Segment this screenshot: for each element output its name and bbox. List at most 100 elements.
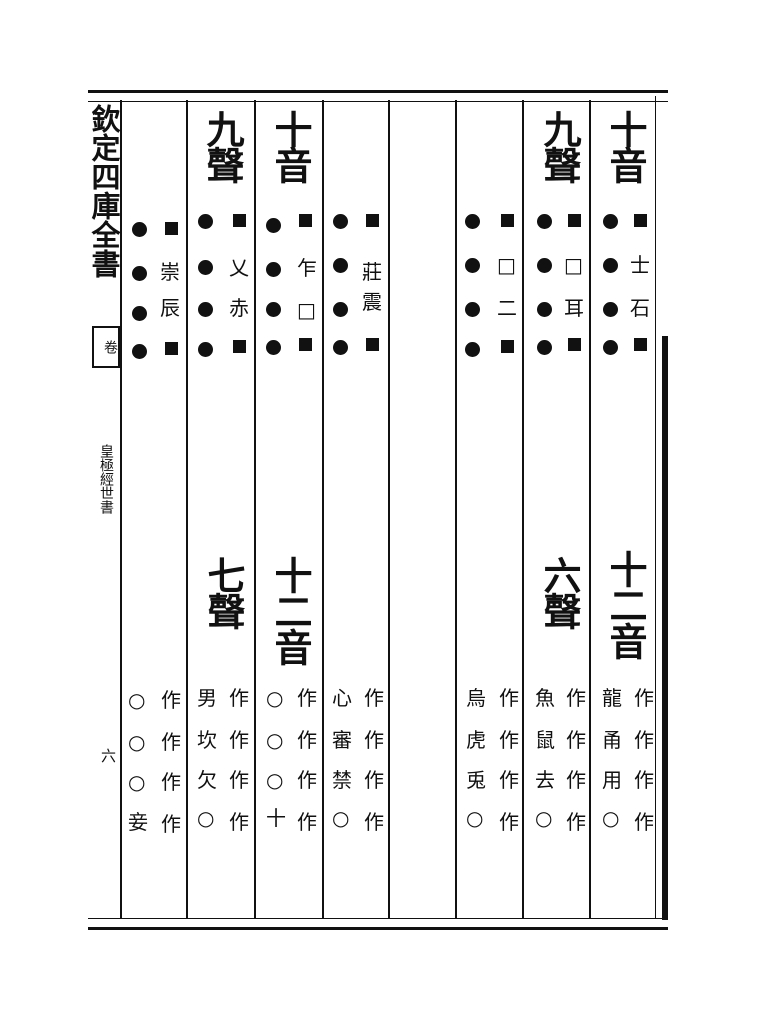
empty-circle-marker: ○ [266, 728, 284, 752]
zuo-char: 作 [566, 728, 586, 752]
zuo-char: 作 [161, 812, 181, 836]
empty-circle-marker: ○ [128, 730, 146, 754]
filled-square-marker [165, 342, 178, 355]
empty-circle-marker: ○ [197, 806, 215, 830]
rhyme-char: 赤 [229, 296, 249, 320]
column-divider [589, 100, 591, 918]
filled-dot-marker [132, 266, 147, 281]
filled-square-marker [568, 338, 581, 351]
zuo-char: 作 [499, 810, 519, 834]
zuo-char: 作 [297, 768, 317, 792]
zuo-char: 作 [566, 686, 586, 710]
filled-dot-marker [132, 344, 147, 359]
rhyme-char: 兎 [466, 768, 486, 792]
filled-dot-marker [465, 258, 480, 273]
column-divider [120, 100, 122, 918]
rhyme-char: 十 [266, 806, 286, 830]
rhyme-char: 莊 [362, 260, 382, 284]
rhyme-char: 龍 [602, 686, 622, 710]
zuo-char: 作 [161, 688, 181, 712]
filled-dot-marker [333, 214, 348, 229]
filled-dot-marker [465, 302, 480, 317]
rhyme-char: 耳 [564, 296, 584, 320]
zuo-char: 作 [364, 686, 384, 710]
rhyme-char: 乂 [229, 256, 249, 280]
column-divider [254, 100, 256, 918]
rhyme-char: 崇 [160, 260, 180, 284]
column-divider [322, 100, 324, 918]
zuo-char: 作 [229, 768, 249, 792]
filled-square-marker [568, 214, 581, 227]
filled-square-marker [233, 340, 246, 353]
rhyme-char: □ [564, 253, 583, 277]
zuo-char: 作 [499, 728, 519, 752]
zuo-char: 作 [499, 686, 519, 710]
filled-dot-marker [537, 258, 552, 273]
column-divider [455, 100, 457, 918]
filled-dot-marker [333, 258, 348, 273]
rhyme-char: 妾 [128, 810, 148, 834]
zuo-char: 作 [634, 810, 654, 834]
column-divider [186, 100, 188, 918]
zuo-char: 作 [161, 730, 181, 754]
zuo-char: 作 [161, 770, 181, 794]
empty-circle-marker: ○ [602, 806, 620, 830]
filled-dot-marker [465, 214, 480, 229]
filled-dot-marker [132, 222, 147, 237]
empty-circle-marker: ○ [535, 806, 553, 830]
filled-square-marker [501, 214, 514, 227]
empty-circle-marker: ○ [466, 806, 484, 830]
zuo-char: 作 [499, 768, 519, 792]
rhyme-char: 烏 [466, 686, 486, 710]
rhyme-char: 虎 [466, 728, 486, 752]
zuo-char: 作 [566, 810, 586, 834]
rhyme-char: 欠 [197, 768, 217, 792]
rhyme-char: 審 [332, 728, 352, 752]
rhyme-char: 心 [332, 686, 352, 710]
book-title: 皇極經世書 [98, 444, 114, 514]
filled-dot-marker [266, 218, 281, 233]
filled-dot-marker [198, 302, 213, 317]
zuo-char: 作 [634, 768, 654, 792]
filled-square-marker [634, 214, 647, 227]
filled-dot-marker [537, 340, 552, 355]
rhyme-char: 士 [630, 253, 650, 277]
column-divider [522, 100, 524, 918]
zuo-char: 作 [229, 728, 249, 752]
filled-dot-marker [603, 340, 618, 355]
zuo-char: 作 [297, 686, 317, 710]
frame-top-border [88, 90, 668, 102]
column-heading-bottom: 十二音 [268, 556, 313, 664]
zuo-char: 作 [297, 728, 317, 752]
filled-dot-marker [333, 340, 348, 355]
filled-dot-marker [198, 214, 213, 229]
page-number: 六 [99, 748, 117, 763]
column-heading-bottom: 六聲 [537, 556, 582, 628]
filled-dot-marker [333, 302, 348, 317]
filled-square-marker [299, 214, 312, 227]
zuo-char: 作 [229, 810, 249, 834]
rhyme-char: □ [497, 253, 516, 277]
juan-marker: 卷 [92, 326, 120, 368]
rhyme-char: 魚 [535, 686, 555, 710]
empty-circle-marker: ○ [128, 770, 146, 794]
column-heading-top: 十音 [268, 110, 313, 182]
column-heading-top: 九聲 [537, 110, 582, 182]
rhyme-char: 石 [630, 296, 650, 320]
frame-right-inner-line [655, 96, 656, 918]
zuo-char: 作 [566, 768, 586, 792]
zuo-char: 作 [297, 810, 317, 834]
filled-dot-marker [266, 262, 281, 277]
filled-dot-marker [603, 302, 618, 317]
rhyme-char: 鼠 [535, 728, 555, 752]
filled-square-marker [366, 214, 379, 227]
column-heading-bottom: 七聲 [201, 556, 246, 628]
rhyme-char: 二 [497, 296, 517, 320]
filled-dot-marker [198, 260, 213, 275]
rhyme-char: 禁 [332, 768, 352, 792]
rhyme-char: 乍 [297, 256, 317, 280]
filled-square-marker [634, 338, 647, 351]
book-series-title: 欽定四庫全書 [87, 104, 121, 278]
filled-dot-marker [266, 302, 281, 317]
rhyme-char: 震 [362, 290, 382, 314]
